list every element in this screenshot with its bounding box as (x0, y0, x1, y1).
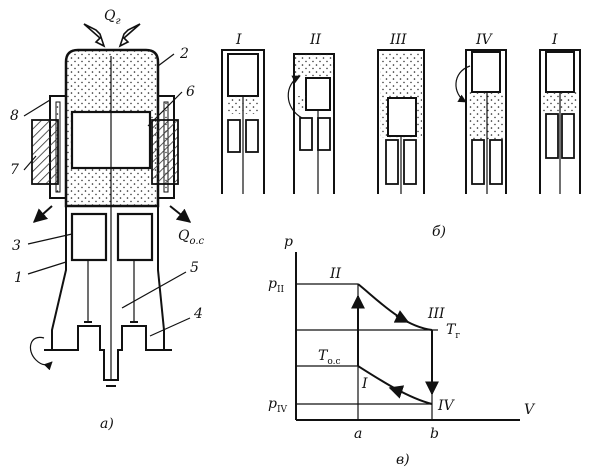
p-axis-label: p (284, 234, 293, 250)
x-tick-b: b (430, 426, 439, 442)
panel-a-machine: Qг Qo.c (10, 8, 205, 432)
stage-label-3: III (389, 32, 407, 48)
panel-c-pv-diagram: p V pII pIV Tг To.c II III IV I a b в) (268, 234, 536, 468)
cylinder-wall-right (157, 206, 172, 351)
isotherm-cold (357, 365, 433, 405)
point-label-ii: II (329, 266, 342, 282)
power-piston-left (70, 212, 108, 262)
shaft-rotation-arrow (29, 336, 53, 371)
crank-mechanism (44, 325, 172, 381)
part-number-3: 3 (12, 238, 21, 254)
stage-ii-flow-arrow (287, 75, 303, 119)
part-number-4: 4 (193, 306, 203, 322)
p-low-label: pIV (268, 396, 288, 415)
heater-coil-right (151, 119, 179, 185)
stage-label-5: I (551, 32, 558, 48)
panel-c-caption: в) (396, 452, 410, 468)
t-hot-label: Tг (446, 322, 460, 341)
power-piston-right (116, 212, 154, 262)
part-number-7: 7 (10, 162, 19, 178)
t-cold-label: To.c (318, 348, 341, 367)
point-label-i: I (361, 376, 368, 392)
stage-i-repeat (539, 49, 581, 194)
panel-b-caption: б) (432, 224, 446, 240)
part-number-2: 2 (179, 46, 189, 62)
stage-ii (287, 53, 335, 194)
part-number-1: 1 (14, 270, 23, 286)
stage-iv-flow-arrow (455, 65, 471, 103)
heat-out-label: Qo.c (178, 228, 205, 247)
part-number-5: 5 (190, 260, 199, 276)
heat-out-arrow-right (169, 205, 192, 223)
stage-i (221, 49, 265, 194)
heat-out-arrow-left (32, 205, 53, 223)
v-axis-label: V (524, 402, 536, 418)
stage-label-4: IV (475, 32, 494, 48)
x-tick-a: a (354, 426, 362, 442)
part-number-6: 6 (186, 84, 195, 100)
stage-label-1: I (235, 32, 242, 48)
isotherm-hot (357, 283, 433, 331)
heat-in-label: Qг (104, 8, 121, 27)
part-leaders (23, 53, 191, 337)
stage-iii (377, 49, 425, 194)
p-high-label: pII (268, 276, 285, 295)
cylinder-wall-left (44, 206, 67, 351)
heat-in-arrows (83, 23, 141, 48)
panel-b-stages: I II III (221, 32, 581, 240)
stage-iv (455, 49, 507, 194)
point-label-iii: III (427, 306, 445, 322)
part-number-8: 8 (10, 108, 19, 124)
panel-a-caption: a) (100, 416, 114, 432)
stage-label-2: II (309, 32, 322, 48)
point-label-iv: IV (437, 398, 456, 414)
heater-coil-left (31, 119, 59, 185)
